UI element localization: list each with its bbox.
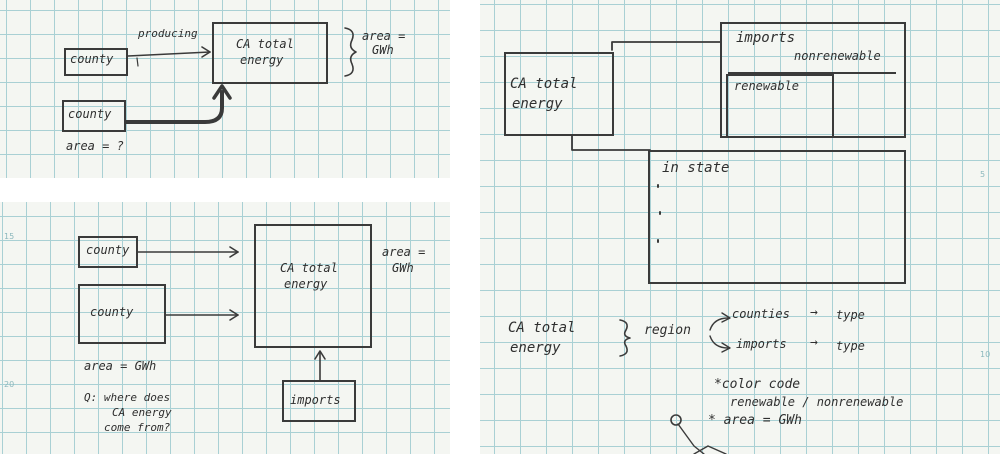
type-label: type — [836, 339, 865, 353]
ca-total-energy-box: CA total energy — [212, 22, 328, 84]
sketch-panel-3: 5 10 CA total energy imports nonrenewabl… — [480, 0, 1000, 454]
imports-branch-label: imports — [736, 337, 787, 351]
county-box-large: county — [78, 284, 166, 344]
ca-total-energy-box: CA total energy — [254, 224, 372, 348]
legend-ca-total-label: CA total — [508, 320, 576, 336]
arrow-icon: → — [810, 335, 818, 350]
arrow-icon: → — [810, 305, 818, 320]
county-box-top: county — [64, 48, 128, 76]
ca-total-label: CA total — [510, 76, 578, 92]
question-line-1: Q: where does — [84, 391, 171, 404]
type-label: type — [836, 308, 865, 322]
note-color-code: *color code — [714, 377, 801, 392]
ca-total-label: CA total — [280, 261, 338, 275]
ruler-mark-5: 5 — [980, 170, 986, 179]
county-box-bottom: county — [62, 100, 126, 132]
county-label: county — [86, 243, 130, 257]
imports-box: imports — [282, 380, 356, 422]
county-label: county — [68, 107, 112, 121]
question-line-2: CA energy — [112, 406, 172, 419]
imports-label: imports — [290, 393, 341, 407]
in-state-box: in state — [648, 150, 906, 284]
gwh-label: GWh — [372, 43, 394, 57]
energy-label: energy — [284, 277, 328, 291]
energy-label: energy — [240, 53, 284, 67]
ruler-mark-20: 20 — [4, 380, 15, 389]
imports-divider — [728, 72, 896, 74]
note-renewable-nonrenewable: renewable / nonrenewable — [730, 395, 904, 409]
county-label: county — [90, 305, 134, 319]
question-line-3: come from? — [104, 421, 171, 434]
county-area-label: area = GWh — [84, 359, 157, 373]
note-area-gwh: * area = GWh — [708, 413, 802, 428]
ca-total-energy-box: CA total energy — [504, 52, 614, 136]
county-label: county — [70, 52, 114, 66]
counties-label: counties — [732, 307, 790, 321]
sketch3-connectors — [571, 41, 731, 454]
gwh-label: GWh — [392, 261, 414, 275]
area-question-label: area = ? — [66, 139, 124, 153]
in-state-label: in state — [662, 160, 730, 176]
sketch-panel-1: county county producing CA total energy … — [0, 0, 450, 178]
area-label: area = — [382, 245, 426, 259]
ca-total-label: CA total — [236, 37, 294, 51]
legend-energy-label: energy — [510, 340, 561, 356]
sketch1-connectors — [124, 27, 357, 124]
ruler-mark-10: 10 — [980, 350, 991, 359]
ruler-mark-15: 15 — [4, 232, 15, 241]
area-label: area = — [362, 29, 406, 43]
energy-label: energy — [512, 96, 563, 112]
sketch2-connectors — [137, 246, 326, 381]
renewable-label: renewable — [734, 79, 800, 93]
imports-label: imports — [736, 30, 796, 46]
sketch-panel-2: 15 20 county county CA total energy area… — [0, 202, 450, 454]
region-label: region — [644, 323, 691, 338]
producing-label: producing — [138, 27, 198, 40]
nonrenewable-label: nonrenewable — [794, 49, 881, 63]
county-box-small: county — [78, 236, 138, 268]
renewable-box: renewable — [726, 74, 834, 138]
